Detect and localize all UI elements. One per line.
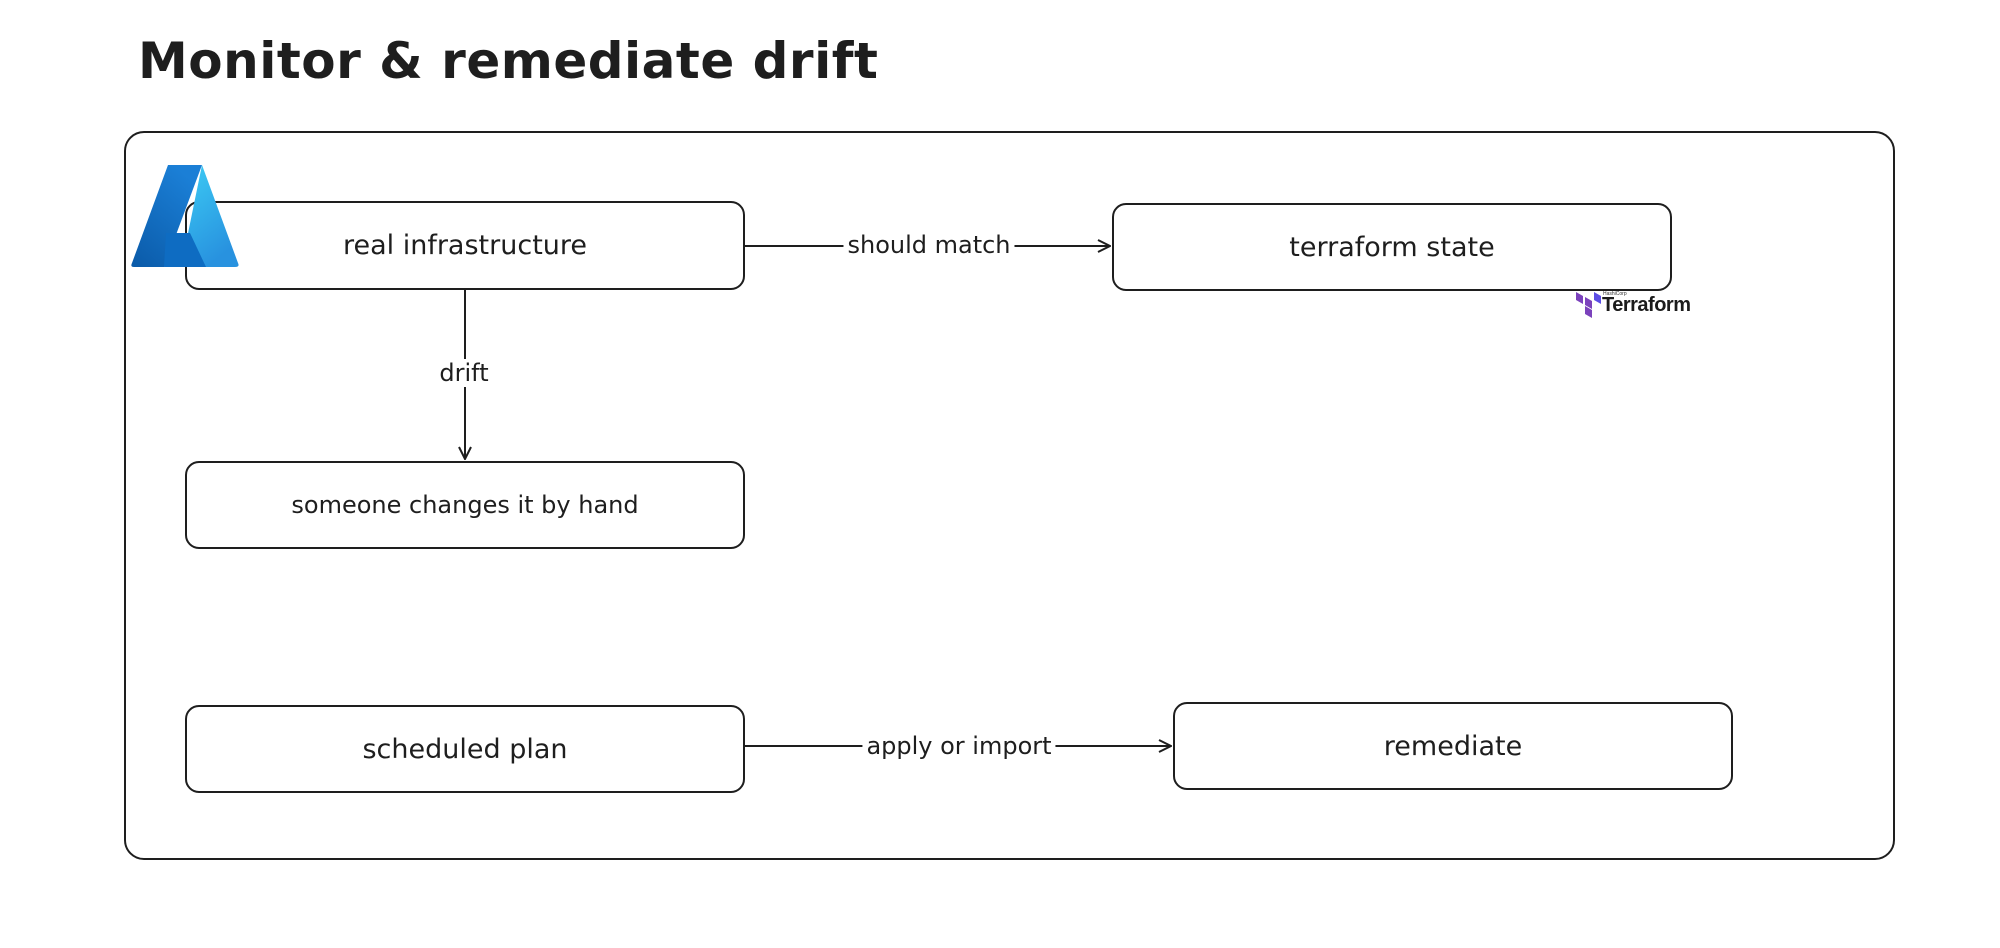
node-label: terraform state [1289,231,1495,263]
terraform-wordmark: Terraform [1602,294,1691,316]
edge-label-should-match: should match [843,231,1015,259]
node-manual-change[interactable]: someone changes it by hand [185,461,745,549]
node-terraform-state[interactable]: terraform state [1112,203,1672,291]
diagram-frame [124,131,1895,860]
node-remediate[interactable]: remediate [1173,702,1733,790]
node-label: scheduled plan [362,733,568,765]
node-real-infrastructure[interactable]: real infrastructure [185,201,745,290]
diagram-title: Monitor & remediate drift [138,32,879,90]
edge-label-apply-or-import: apply or import [862,732,1056,760]
azure-logo-icon [131,165,239,267]
node-label: real infrastructure [342,230,588,261]
node-label: remediate [1383,730,1523,762]
edge-label-drift: drift [435,359,493,387]
terraform-logo-icon [1576,292,1601,318]
node-label: someone changes it by hand [291,491,639,519]
terraform-caption: HashiCorp [1603,291,1627,297]
node-scheduled-plan[interactable]: scheduled plan [185,705,745,793]
